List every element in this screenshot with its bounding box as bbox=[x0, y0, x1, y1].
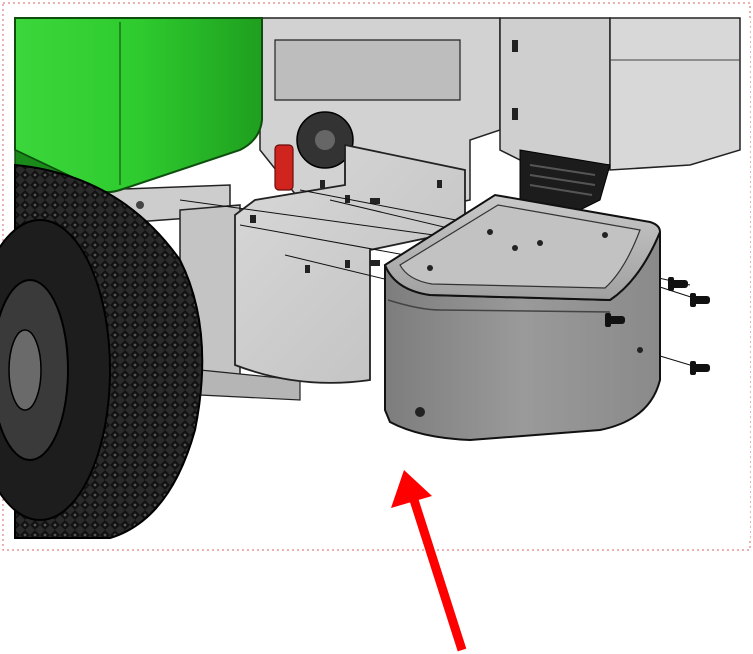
rear-tire bbox=[0, 163, 204, 539]
fastener-bolt-4 bbox=[690, 361, 710, 375]
fastener-bolt-3 bbox=[605, 313, 625, 327]
bin-enclosure bbox=[383, 193, 662, 442]
fastener-bolt-2 bbox=[690, 293, 710, 307]
mounting-bracket-plate bbox=[234, 143, 466, 384]
pointer-arrow bbox=[391, 470, 467, 652]
fastener-bolt-1 bbox=[668, 277, 688, 291]
red-indicator-part bbox=[274, 144, 294, 191]
fastener-bolts bbox=[605, 277, 710, 375]
